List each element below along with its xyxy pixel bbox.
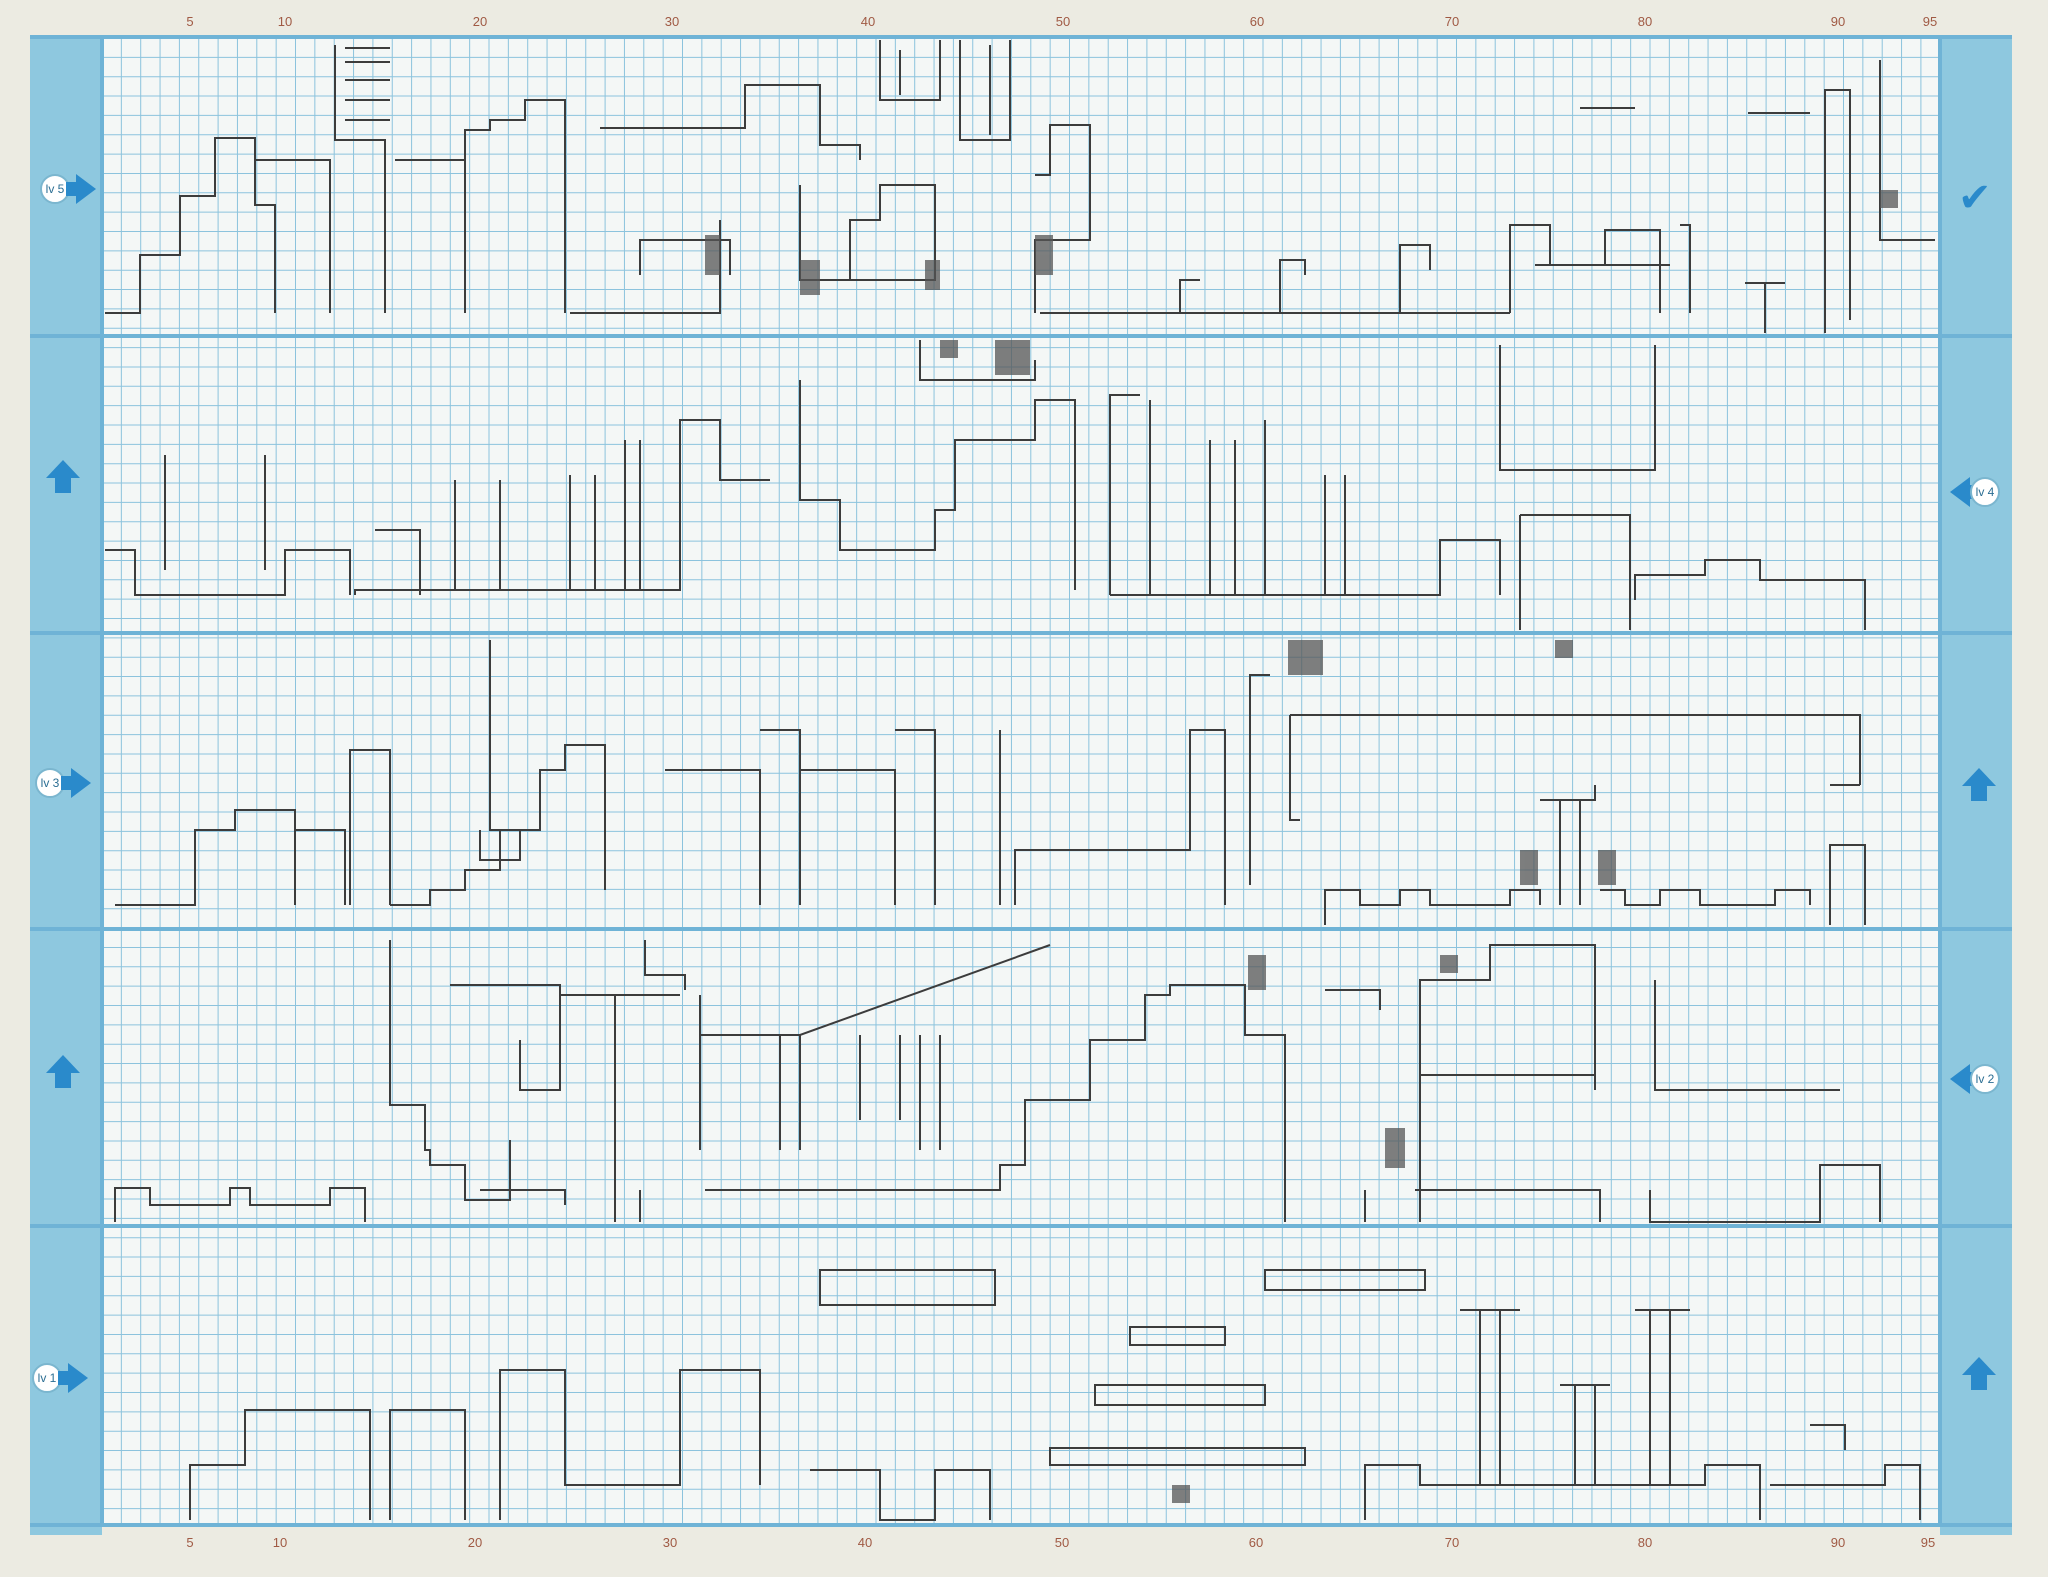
left-arrow-icon[interactable] xyxy=(1950,1064,1970,1094)
ruler-top-label: 50 xyxy=(1055,14,1071,29)
ruler-bottom-label: 95 xyxy=(1920,1535,1936,1550)
up-arrow-icon[interactable] xyxy=(46,460,80,494)
ruler-bottom-label: 20 xyxy=(467,1535,483,1550)
lv1-badge-left[interactable]: lv 1 xyxy=(32,1363,62,1393)
up-arrow-icon[interactable] xyxy=(1962,768,1996,802)
ruler-top-label: 70 xyxy=(1444,14,1460,29)
ruler-top-label: 80 xyxy=(1637,14,1653,29)
up-arrow-icon[interactable] xyxy=(46,1055,80,1089)
ruler-bottom-label: 30 xyxy=(662,1535,678,1550)
ruler-bottom-label: 50 xyxy=(1054,1535,1070,1550)
ruler-bottom-label: 10 xyxy=(272,1535,288,1550)
lv4-badge-right[interactable]: lv 4 xyxy=(1970,477,2000,507)
pencil-sketch-lv1 xyxy=(189,1269,1921,1521)
pencil-sketch-lv4 xyxy=(105,340,1866,630)
pencil-sketch-lv3 xyxy=(115,640,1866,925)
right-arrow-icon[interactable] xyxy=(76,174,96,204)
grid-lines xyxy=(101,37,1941,1526)
lv2-badge-right[interactable]: lv 2 xyxy=(1970,1064,2000,1094)
shaded-blocks xyxy=(705,190,1898,1503)
ruler-top-label: 10 xyxy=(277,14,293,29)
ruler-bottom-label: 60 xyxy=(1248,1535,1264,1550)
ruler-bottom-label: 5 xyxy=(186,1535,194,1550)
ruler-top-label: 20 xyxy=(472,14,488,29)
level-separators xyxy=(30,35,2012,1527)
ruler-top-label: 60 xyxy=(1249,14,1265,29)
right-arrow-icon[interactable] xyxy=(68,1363,88,1393)
ruler-top-label: 30 xyxy=(664,14,680,29)
right-arrow-icon[interactable] xyxy=(71,768,91,798)
up-arrow-icon[interactable] xyxy=(1962,1357,1996,1391)
ruler-top-label: 95 xyxy=(1922,14,1938,29)
ruler-bottom-label: 90 xyxy=(1830,1535,1846,1550)
left-arrow-icon[interactable] xyxy=(1950,477,1970,507)
ruler-top-label: 40 xyxy=(860,14,876,29)
ruler-top-label: 5 xyxy=(186,14,194,29)
check-icon[interactable]: ✔ xyxy=(1958,175,1992,221)
ruler-bottom-label: 80 xyxy=(1637,1535,1653,1550)
grid-area xyxy=(102,38,1940,1526)
ruler-bottom-label: 70 xyxy=(1444,1535,1460,1550)
pencil-sketch-lv2 xyxy=(114,940,1881,1223)
ruler-bottom-label: 40 xyxy=(857,1535,873,1550)
ruler-top-label: 90 xyxy=(1830,14,1846,29)
